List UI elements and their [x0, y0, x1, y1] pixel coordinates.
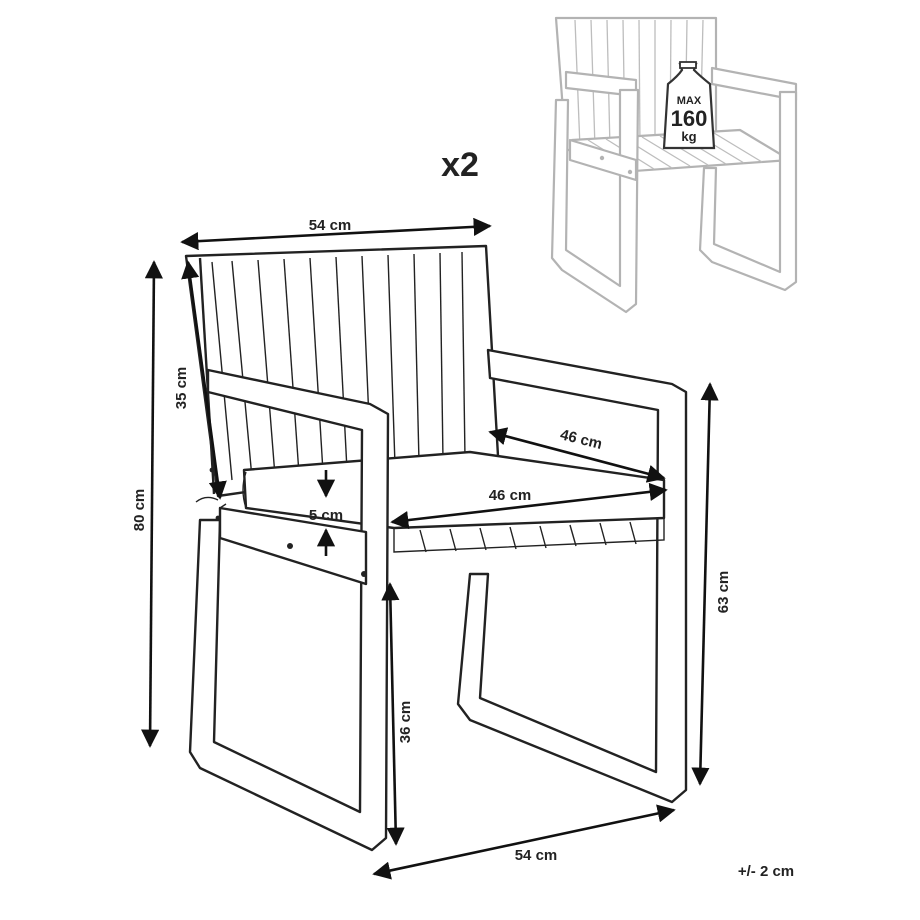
seat-width-arrow — [390, 482, 668, 530]
max-load-line2: 160 — [671, 106, 708, 131]
top-width-label: 54 cm — [309, 217, 352, 234]
dimension-lines — [141, 217, 719, 880]
cushion-thickness-label: 5 cm — [309, 507, 343, 524]
total-height-arrow — [141, 260, 163, 748]
seat-height-arrow — [381, 582, 405, 846]
quantity-label: x2 — [441, 146, 479, 184]
seat-depth-label: 46 cm — [558, 426, 603, 453]
total-height-label: 80 cm — [131, 489, 148, 532]
seat-width-label: 46 cm — [489, 487, 532, 504]
max-load-weight-icon: MAX 160 kg — [662, 61, 716, 150]
tolerance-label: +/- 2 cm — [738, 863, 794, 880]
arm-height-label: 63 cm — [715, 571, 732, 614]
seat-depth-arrow — [488, 427, 666, 483]
top-width-arrow — [180, 217, 492, 251]
reference-chair-illustration: MAX 160 kg — [550, 16, 798, 314]
bottom-width-arrow — [372, 804, 676, 880]
back-height-label: 35 cm — [173, 367, 190, 410]
back-height-arrow — [181, 260, 227, 500]
seat-height-label: 36 cm — [397, 701, 414, 744]
max-load-line3: kg — [681, 129, 696, 144]
bottom-width-label: 54 cm — [515, 847, 558, 864]
main-chair-drawing — [184, 244, 688, 852]
max-load-line1: MAX — [677, 95, 702, 107]
arm-height-arrow — [691, 382, 719, 786]
